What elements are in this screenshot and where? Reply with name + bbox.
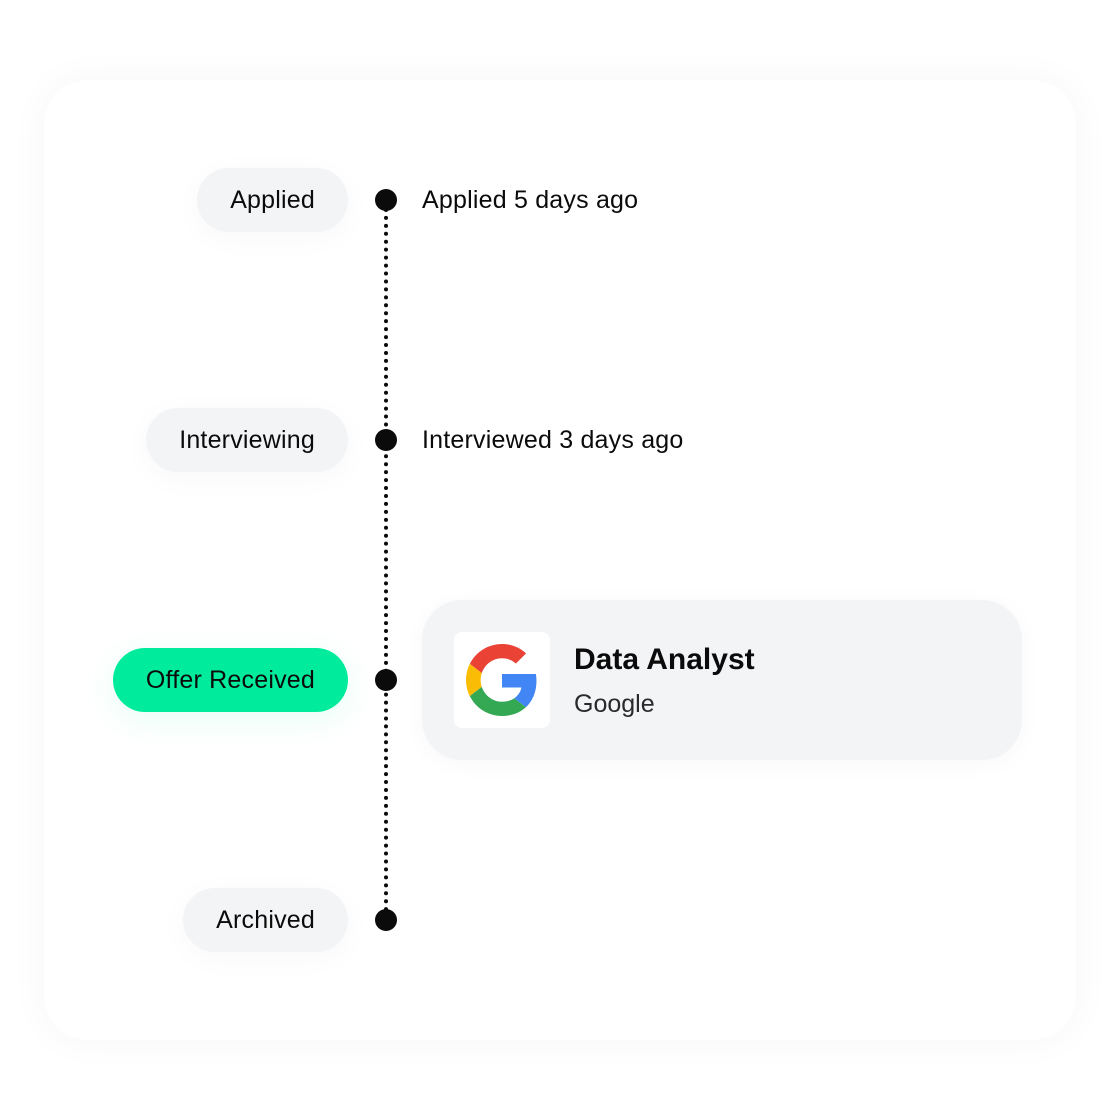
timeline-row-applied: Applied Applied 5 days ago [0,168,1120,232]
stage-pill-interviewing[interactable]: Interviewing [146,408,348,472]
company-logo [454,632,550,728]
job-card[interactable]: Data Analyst Google [422,600,1022,760]
timeline-dot-archived [375,909,397,931]
google-g-icon [466,644,537,716]
stage-pill-offer-received[interactable]: Offer Received [112,648,348,712]
timeline-dot-applied [375,189,397,211]
event-text-interviewing: Interviewed 3 days ago [422,426,684,454]
timeline-dot-interviewing [375,429,397,451]
timeline-row-interviewing: Interviewing Interviewed 3 days ago [0,408,1120,472]
timeline-row-archived: Archived [0,888,1120,952]
stage-pill-applied[interactable]: Applied [197,168,348,232]
timeline-dotted-line [384,200,388,920]
stage-pill-archived[interactable]: Archived [183,888,348,952]
timeline-card [44,80,1076,1040]
timeline-dot-offer-received [375,669,397,691]
company-name: Google [574,690,655,718]
job-title: Data Analyst [574,643,755,676]
timeline-row-offer-received: Offer Received [0,648,1120,712]
event-text-applied: Applied 5 days ago [422,186,639,214]
